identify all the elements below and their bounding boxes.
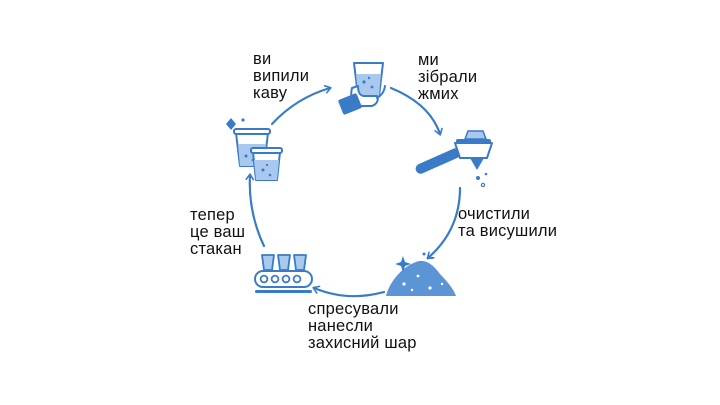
step-label-line: жмих [418,85,459,103]
hand-holding-cup-icon [338,62,386,115]
step-label-line: зібрали [418,68,478,86]
step-label-press: спресували нанесли захисний шар [308,301,417,352]
step-label-line: ви [253,50,272,68]
step-label-line: очистили [458,205,531,223]
step-label-line: спресували [308,300,399,318]
portafilter-icon [415,130,493,188]
step-label-line: це ваш [190,223,246,241]
step-label-drank: ви випили каву [253,51,309,102]
step-label-line: нанесли [308,317,374,335]
step-label-line: випили [253,67,310,85]
step-label-line: та висушили [458,222,558,240]
arrow-hand-to-portafilter [389,86,443,136]
grounds-pile-icon [386,252,456,296]
arrow-conveyor-to-cups [245,173,266,248]
step-label-cup: тепер це ваш стакан [190,207,245,258]
arrow-pile-to-conveyor [312,285,386,298]
step-label-line: каву [253,84,288,102]
step-label-line: захисний шар [308,334,417,352]
step-label-collect: ми зібрали жмих [418,52,477,103]
conveyor-cups-icon [254,254,313,293]
step-label-clean: очистили та висушили [458,206,557,240]
arrow-cups-to-hand [270,85,332,126]
step-label-line: ми [418,51,439,69]
step-label-line: стакан [190,240,242,258]
cups-icon [226,118,283,181]
cycle-arrows [245,85,462,298]
step-label-line: тепер [190,206,235,224]
arrow-portafilter-to-pile [426,186,462,260]
